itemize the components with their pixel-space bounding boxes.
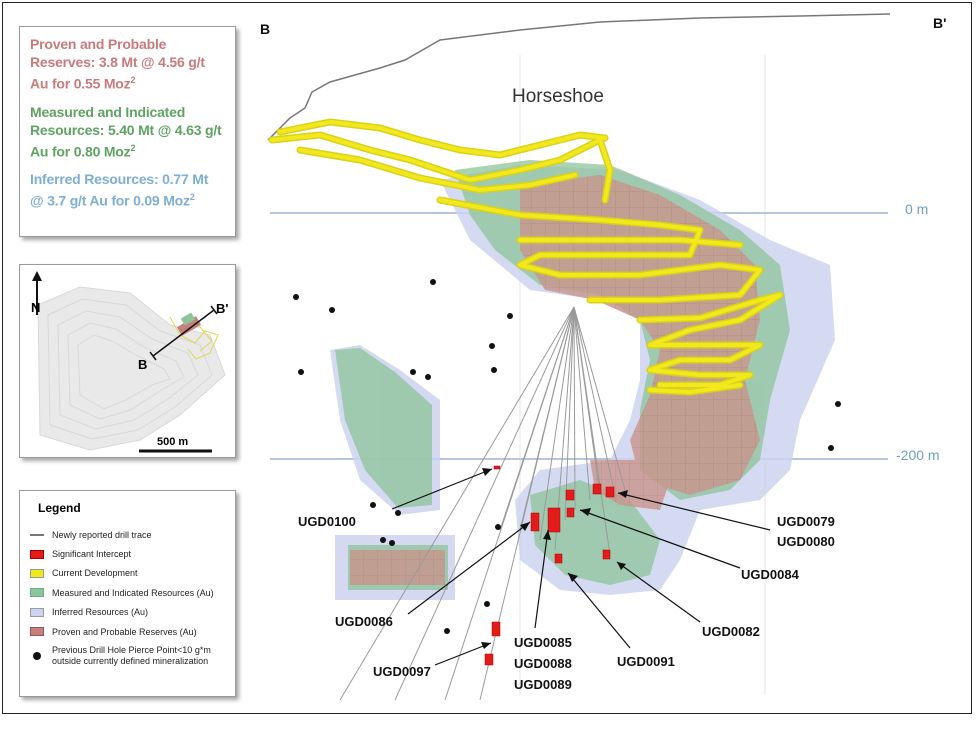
section-b-label: B — [260, 21, 271, 37]
legend-item-inferred: Inferred Resources (Au) — [30, 603, 225, 622]
inferred-swatch — [30, 607, 44, 617]
legend-item-pp: Proven and Probable Reserves (Au) — [30, 622, 225, 641]
drill-label-ugd0079: UGD0079 — [777, 514, 835, 529]
location-inset-map: N B B' 500 m — [19, 264, 236, 458]
elevation-0m-label: 0 m — [905, 201, 929, 217]
pp-swatch — [30, 627, 44, 637]
measured-indicated-text: Measured and Indicated Resources: 5.40 M… — [30, 103, 222, 160]
deposit-label: Horseshoe — [512, 86, 604, 107]
figure-frame — [2, 2, 972, 714]
drill-label-ugd0080: UGD0080 — [777, 534, 835, 549]
legend-box: Legend Newly reported drill trace Signif… — [19, 490, 236, 697]
legend-item-drill-trace: Newly reported drill trace — [30, 525, 225, 544]
mi-swatch — [30, 588, 44, 598]
elevation-minus200m-label: -200 m — [896, 447, 940, 463]
cross-section — [267, 13, 891, 701]
drill-trace-swatch — [30, 533, 44, 536]
development-swatch — [30, 568, 44, 578]
drill-label-ugd0084: UGD0084 — [741, 567, 799, 582]
loc-b-label: B — [138, 357, 147, 372]
proven-probable-text: Proven and Probable Reserves: 3.8 Mt @ 4… — [30, 36, 205, 92]
north-arrow-icon — [32, 271, 42, 281]
loc-bprime-label: B' — [216, 301, 228, 316]
location-map-svg: N B B' 500 m — [31, 271, 228, 453]
inferred-text: Inferred Resources: 0.77 Mt @ 3.7 g/t Au… — [30, 171, 209, 209]
pierce-point-swatch — [33, 652, 41, 661]
intercept-swatch — [30, 549, 44, 559]
drill-label-ugd0086: UGD0086 — [335, 614, 393, 629]
drill-label-ugd0085: UGD0085 — [514, 635, 572, 650]
resource-summary-box: Proven and Probable Reserves: 3.8 Mt @ 4… — [19, 26, 236, 237]
north-label: N — [31, 300, 40, 315]
drill-label-ugd0082: UGD0082 — [702, 624, 760, 639]
drill-label-ugd0097: UGD0097 — [373, 664, 431, 679]
drill-label-ugd0088: UGD0088 — [514, 656, 572, 671]
drill-label-ugd0100: UGD0100 — [298, 514, 356, 529]
legend-item-development: Current Development — [30, 564, 225, 583]
legend-item-intercept: Significant Intercept — [30, 544, 225, 563]
drill-label-ugd0089: UGD0089 — [514, 677, 572, 692]
scale-label: 500 m — [157, 436, 188, 448]
drill-label-ugd0091: UGD0091 — [617, 654, 675, 669]
legend-title: Legend — [38, 501, 81, 515]
section-bprime-label: B' — [933, 15, 947, 31]
legend-item-pierce-point: Previous Drill Hole Pierce Point<10 g*m … — [30, 641, 225, 671]
legend-item-mi: Measured and Indicated Resources (Au) — [30, 583, 225, 602]
